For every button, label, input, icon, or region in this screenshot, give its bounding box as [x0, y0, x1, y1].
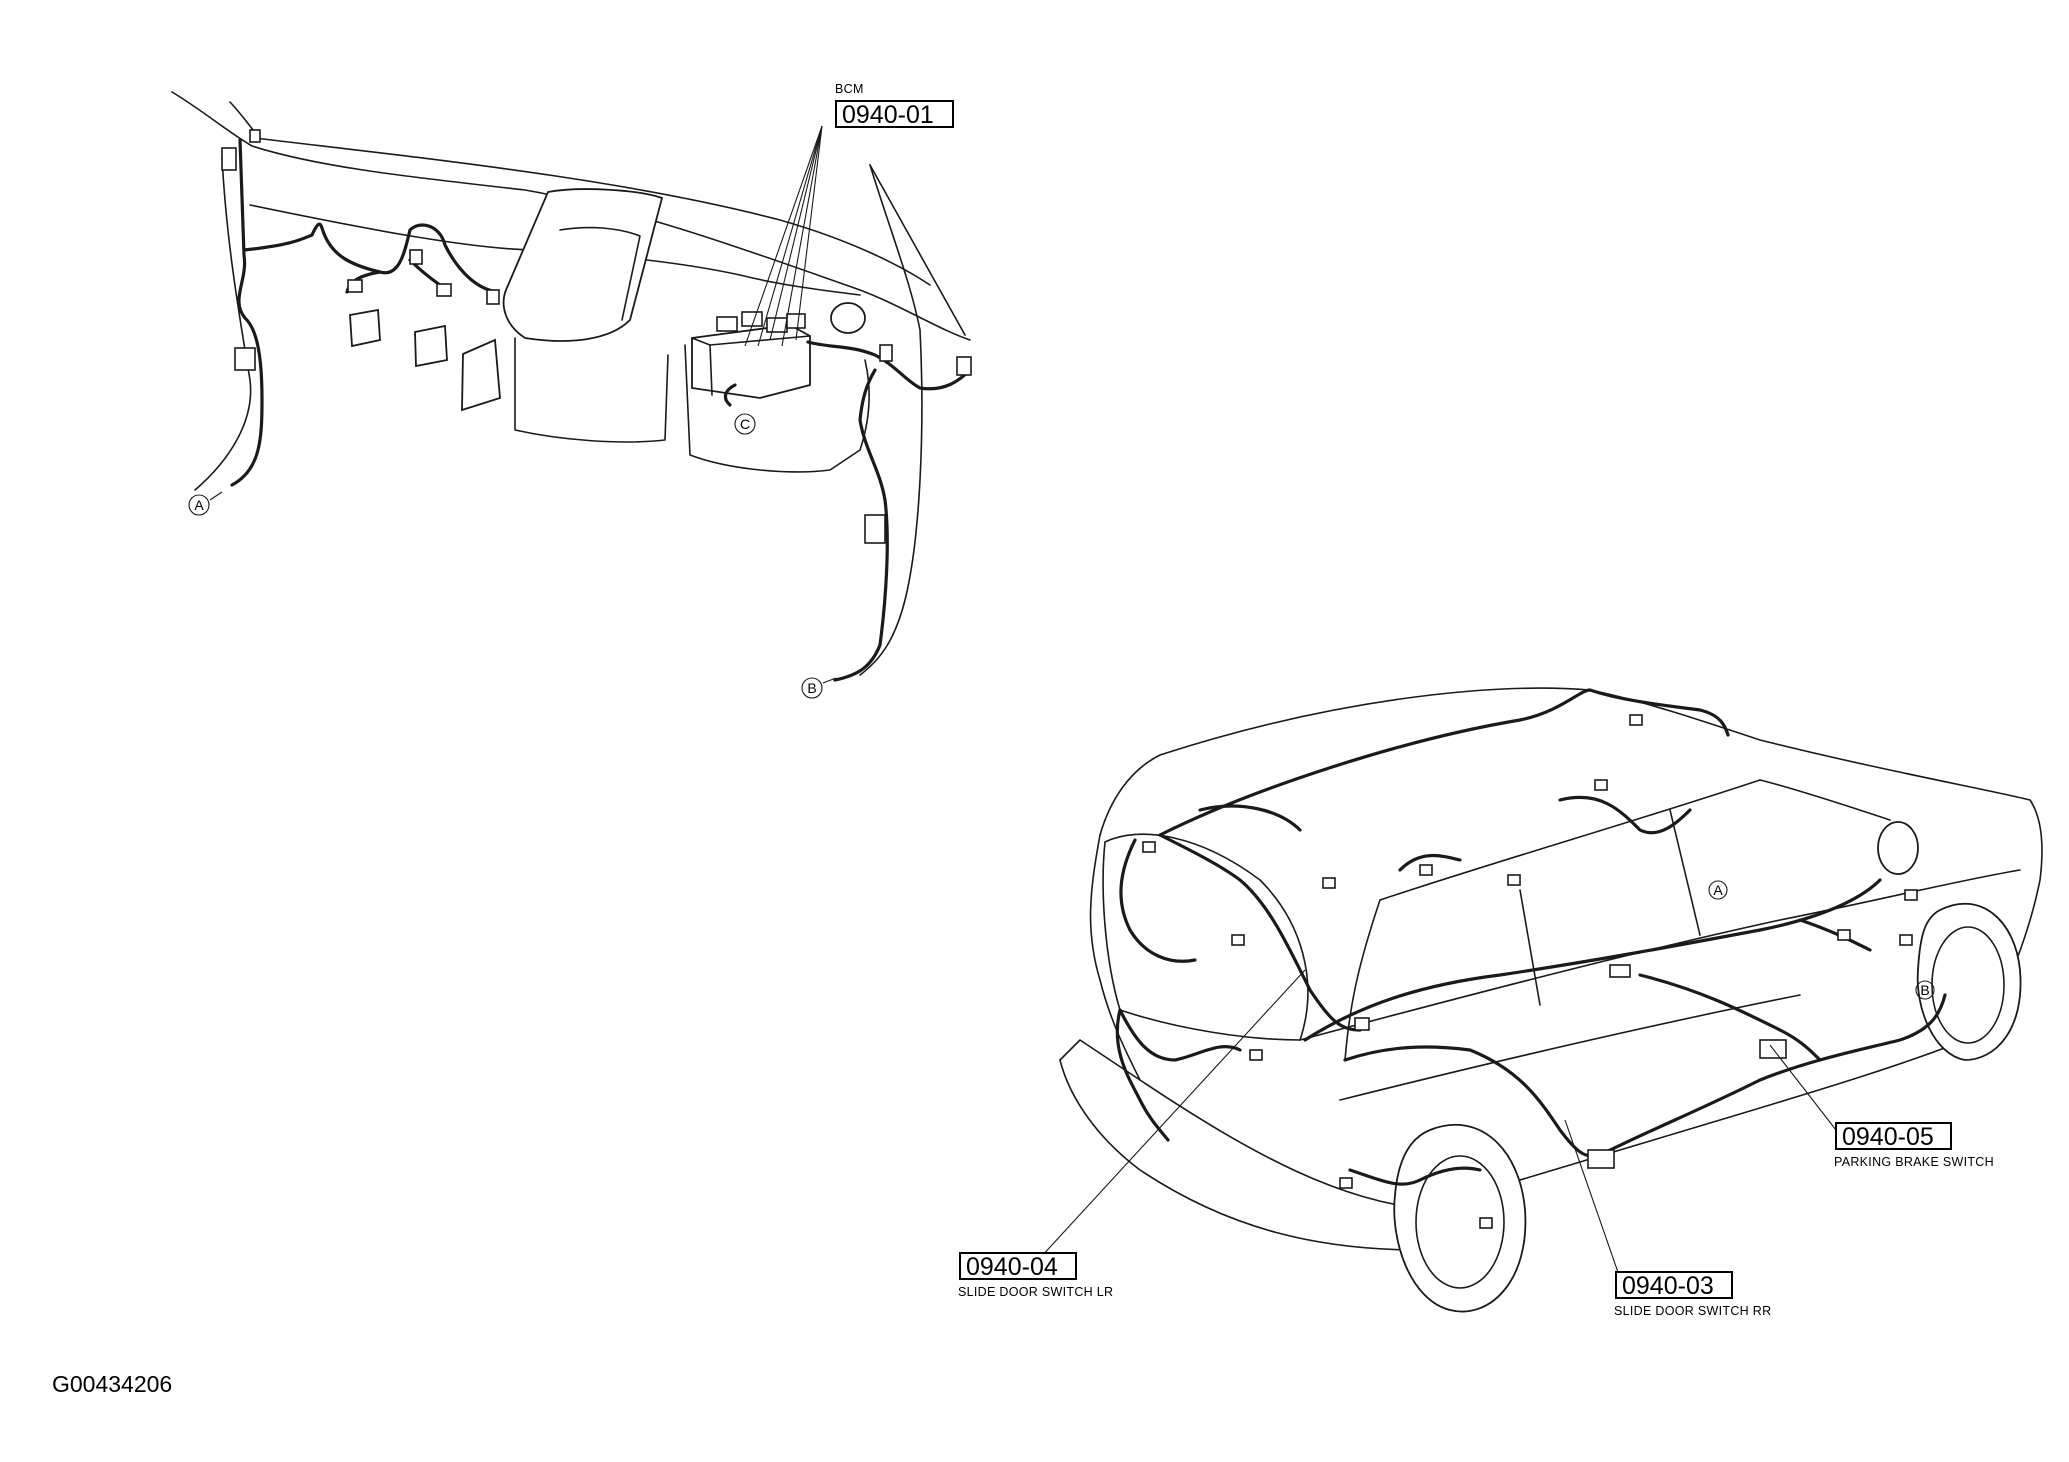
- callout-code: 0940-05: [1842, 1123, 1934, 1151]
- callout-caption: SLIDE DOOR SWITCH LR: [958, 1285, 1113, 1299]
- callout-box: [835, 100, 954, 128]
- callout-slide-door-switch-rr: 0940-03 SLIDE DOOR SWITCH RR: [1614, 1271, 1771, 1318]
- marker-a-vehicle: A: [1713, 882, 1723, 898]
- callout-slide-door-switch-lr: 0940-04 SLIDE DOOR SWITCH LR: [958, 1252, 1113, 1299]
- marker-a: A: [194, 497, 204, 513]
- marker-c: C: [740, 416, 750, 432]
- figure-id: G00434206: [52, 1371, 172, 1397]
- callout-box: [1835, 1122, 1952, 1150]
- callout-code: 0940-03: [1622, 1272, 1714, 1300]
- callout-bcm: BCM 0940-01: [835, 82, 954, 129]
- dashboard-view: A B C: [171, 91, 972, 699]
- callout-box: [959, 1252, 1077, 1280]
- vehicle-view: A B: [1039, 687, 2043, 1313]
- callout-box: [1615, 1271, 1733, 1299]
- callout-code: 0940-04: [966, 1253, 1058, 1281]
- callout-caption: BCM: [835, 82, 864, 96]
- callout-parking-brake-switch: 0940-05 PARKING BRAKE SWITCH: [1834, 1122, 1994, 1169]
- callout-code: 0940-01: [842, 101, 934, 129]
- callout-caption: PARKING BRAKE SWITCH: [1834, 1155, 1994, 1169]
- marker-b-vehicle: B: [1920, 982, 1929, 998]
- callout-caption: SLIDE DOOR SWITCH RR: [1614, 1304, 1771, 1318]
- marker-b: B: [807, 680, 816, 696]
